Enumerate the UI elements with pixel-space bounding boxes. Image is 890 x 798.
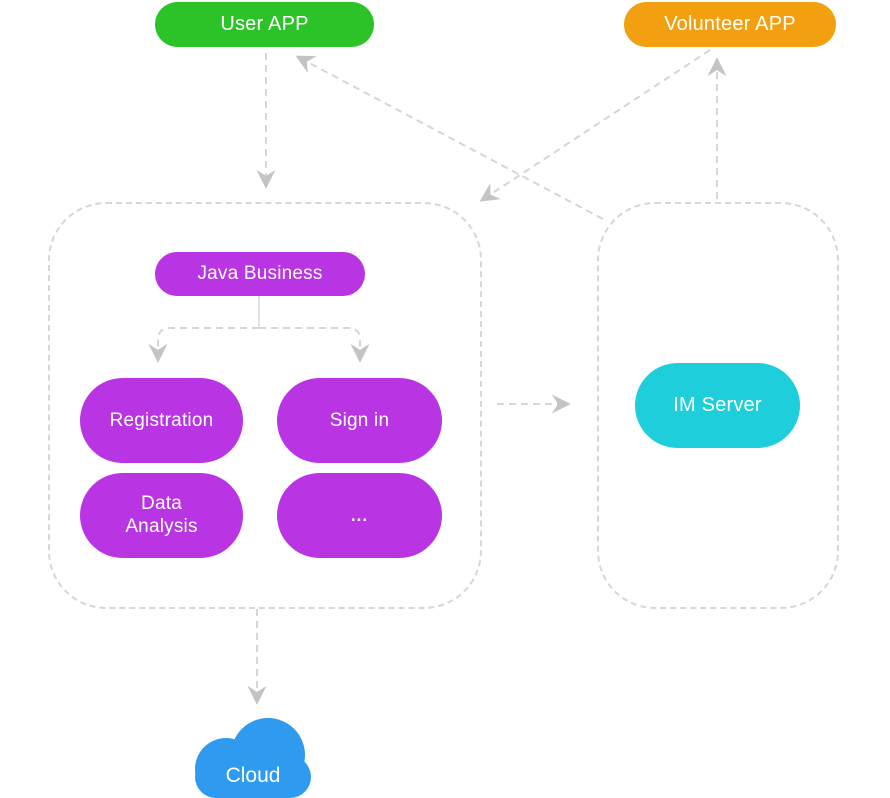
- node-java-business: Java Business: [155, 252, 365, 296]
- node-more: ...: [277, 473, 442, 558]
- node-sign-in: Sign in: [277, 378, 442, 463]
- node-im-server: IM Server: [635, 363, 800, 448]
- node-registration: Registration: [80, 378, 243, 463]
- node-more-label: ...: [350, 505, 369, 525]
- node-volunteer-app: Volunteer APP: [624, 2, 836, 47]
- node-volunteer-app-label: Volunteer APP: [664, 13, 796, 35]
- node-data-analysis: Data Analysis: [80, 473, 243, 558]
- node-cloud: Cloud: [195, 718, 311, 798]
- node-cloud-label: Cloud: [225, 764, 281, 787]
- im-server-container: [597, 202, 839, 609]
- node-data-analysis-label: Data Analysis: [125, 493, 198, 537]
- edge-im-box-to-user-app: [295, 55, 604, 220]
- node-im-server-label: IM Server: [673, 394, 762, 416]
- node-java-business-label: Java Business: [197, 263, 323, 284]
- edge-volunteer-app-to-backend: [479, 49, 711, 202]
- business-backend-container: [48, 202, 482, 609]
- node-sign-in-label: Sign in: [329, 409, 390, 431]
- node-registration-label: Registration: [109, 409, 214, 431]
- cloud-base: [195, 756, 311, 798]
- node-user-app-label: User APP: [220, 13, 309, 35]
- node-user-app: User APP: [155, 2, 374, 47]
